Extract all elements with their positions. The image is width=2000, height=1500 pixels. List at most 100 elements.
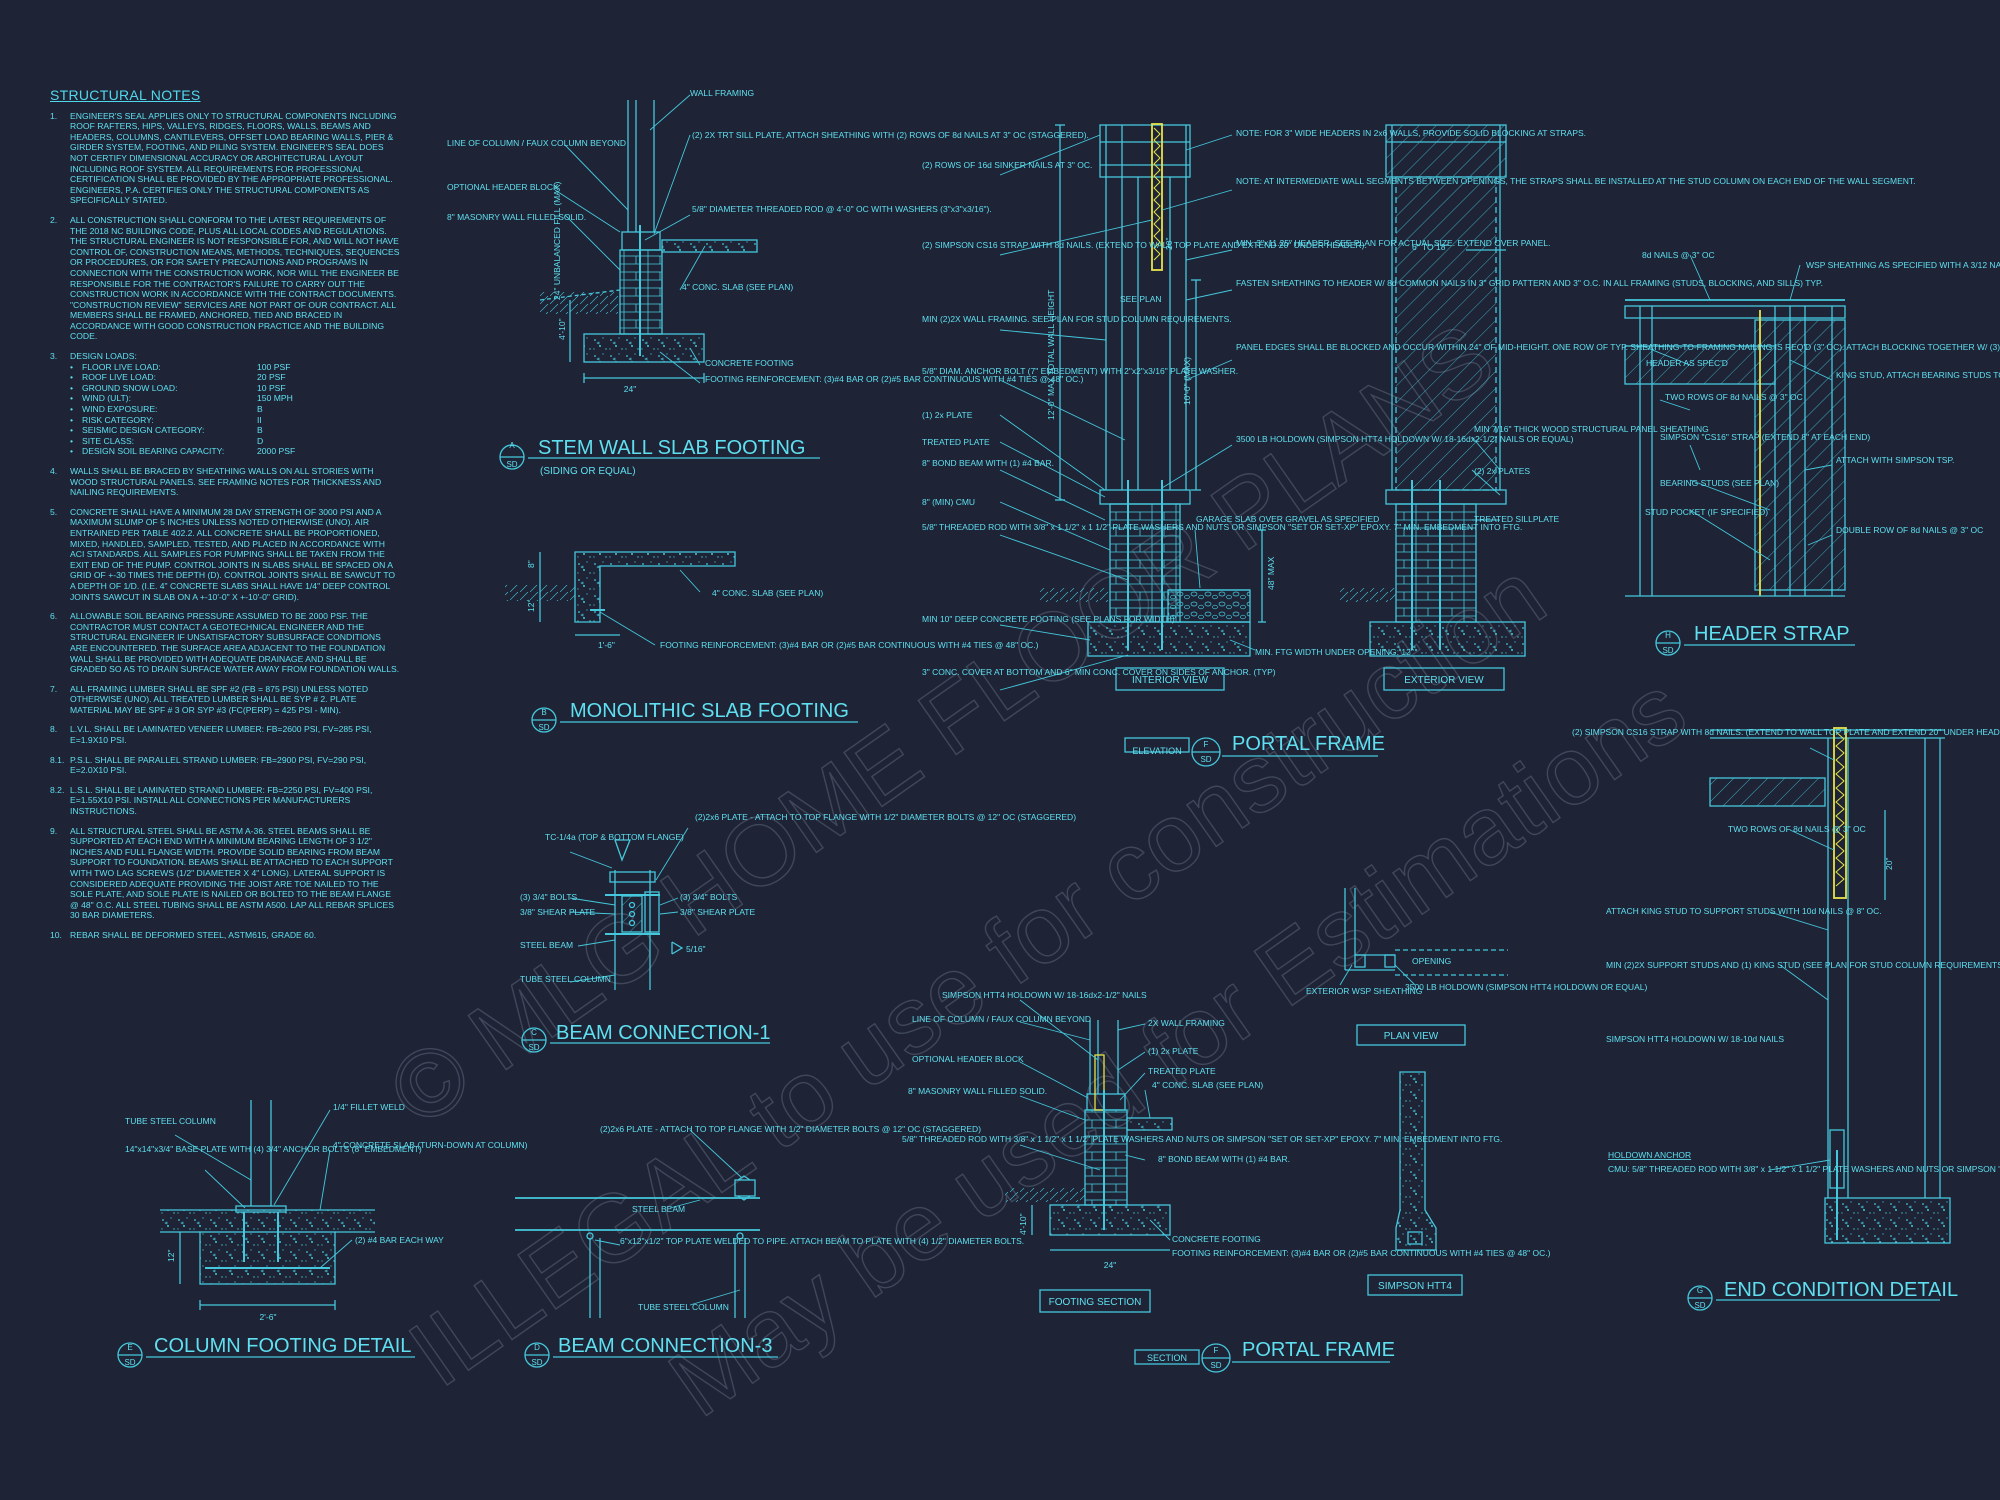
- note-text-body: L.V.L. SHALL BE LAMINATED VENEER LUMBER:…: [70, 724, 372, 746]
- tag-e-sheet: SD: [124, 1358, 135, 1367]
- callout-c-8: 5/16": [686, 944, 706, 954]
- note-number: 8.: [50, 724, 58, 735]
- design-load-value: 2000 PSF: [257, 446, 296, 457]
- callout-fs-8: 4" CONC. SLAB (SEE PLAN): [1152, 1080, 1263, 1090]
- note-number: 6.: [50, 611, 58, 622]
- callout-h-0: 8d NAILS @ 3" OC: [1642, 250, 1715, 260]
- detail-plan-view: [1339, 888, 1508, 1046]
- callouts: WALL FRAMING LINE OF COLUMN / FAUX COLUM…: [125, 88, 2000, 1322]
- elevation-prefix: ELEVATION: [1132, 746, 1181, 756]
- dim-f-1: 10'-0" (MAX): [1182, 357, 1192, 405]
- tag-b-sheet: SD: [538, 723, 549, 732]
- dim-f-0: 12'-0" MAX TOTAL WALL HEIGHT: [1046, 290, 1056, 420]
- callout-fs-1: LINE OF COLUMN / FAUX COLUMN BEYOND: [912, 1014, 1091, 1024]
- title-header-strap: HEADER STRAP: [1694, 623, 1850, 645]
- note-text-body: DESIGN LOADS:: [70, 351, 137, 362]
- callout-a-0: WALL FRAMING: [690, 88, 754, 98]
- callout-fs-6: (1) 2x PLATE: [1148, 1046, 1199, 1056]
- note-text-body: ALL STRUCTURAL STEEL SHALL BE ASTM A-36.…: [70, 825, 395, 921]
- callout-b-0: 4" CONC. SLAB (SEE PLAN): [712, 588, 823, 598]
- callout-f-l-7: 8" (MIN) CMU: [922, 497, 975, 507]
- note-number: 10.: [50, 929, 62, 940]
- dim-a-2: 24" UNBALANCED FILL (MAX): [552, 181, 562, 300]
- callout-h-7: KING STUD, ATTACH BEARING STUDS TO KING …: [1836, 370, 2000, 380]
- note-text: P.S.L. SHALL BE PARALLEL STRAND LUMBER: …: [70, 755, 400, 776]
- design-load-item: •WIND EXPOSURE:B: [70, 404, 263, 415]
- note-text-body: ALL CONSTRUCTION SHALL CONFORM TO THE LA…: [70, 214, 400, 342]
- callout-f-r-3: TREATED SILLPLATE: [1474, 514, 1560, 524]
- title-portal-section: PORTAL FRAME: [1242, 1339, 1395, 1361]
- design-load-value: 10 PSF: [257, 382, 286, 393]
- callout-b-1: FOOTING REINFORCEMENT: (3)#4 BAR OR (2)#…: [660, 640, 1039, 650]
- design-load-item: •RISK CATEGORY:II: [70, 414, 262, 425]
- callout-c-3: 3/8" SHEAR PLATE: [520, 907, 595, 917]
- dim-f-3: 48" MAX: [1266, 556, 1276, 590]
- callout-c-7: TUBE STEEL COLUMN: [520, 974, 611, 984]
- design-load-key: SITE CLASS:: [82, 435, 135, 446]
- design-load-key: ROOF LIVE LOAD:: [82, 372, 157, 383]
- note-text: L.S.L. SHALL BE LAMINATED STRAND LUMBER:…: [70, 785, 400, 817]
- tag-sheet-codes: A SD B SD C SD E SD D SD F SD H SD G SD …: [124, 441, 1705, 1370]
- note-text-body: P.S.L. SHALL BE PARALLEL STRAND LUMBER: …: [70, 754, 367, 776]
- design-load-item: •DESIGN SOIL BEARING CAPACITY:2000 PSF: [70, 446, 296, 457]
- callout-pv-0: OPENING: [1412, 956, 1451, 966]
- note-text-body: ENGINEER'S SEAL APPLIES ONLY TO STRUCTUR…: [70, 110, 397, 206]
- callout-f-r-1: MIN 7/16" THICK WOOD STRUCTURAL PANEL SH…: [1474, 424, 1709, 434]
- callout-a-2: (2) 2X TRT SILL PLATE, ATTACH SHEATHING …: [692, 130, 1089, 140]
- tag-g-sheet: SD: [1694, 1301, 1705, 1310]
- label-interior-view: INTERIOR VIEW: [1132, 675, 1209, 686]
- design-load-key: RISK CATEGORY:: [82, 414, 154, 425]
- callout-f-l-0: (2) ROWS OF 16d SINKER NAILS AT 3" OC.: [922, 160, 1092, 170]
- dim-e-0: 2'-6": [260, 1312, 277, 1322]
- note-item: 1.ENGINEER'S SEAL APPLIES ONLY TO STRUCT…: [50, 111, 400, 206]
- callout-f-m-1: NOTE: AT INTERMEDIATE WALL SEGMENTS BETW…: [1236, 176, 1916, 186]
- note-text: ALL FRAMING LUMBER SHALL BE SPF #2 (Fb =…: [70, 684, 400, 716]
- label-simpson-htt4: SIMPSON HTT4: [1378, 1281, 1452, 1292]
- note-text: ENGINEER'S SEAL APPLIES ONLY TO STRUCTUR…: [70, 111, 400, 206]
- note-item: 2.ALL CONSTRUCTION SHALL CONFORM TO THE …: [50, 215, 400, 342]
- callout-f-l-1: (2) SIMPSON CS16 STRAP WITH 8d NAILS. (E…: [922, 240, 1367, 250]
- detail-monolithic-slab-footing: [505, 551, 858, 733]
- callout-d-3: TUBE STEEL COLUMN: [638, 1302, 729, 1312]
- note-text: DESIGN LOADS:•FLOOR LIVE LOAD:100 PSF•RO…: [70, 351, 400, 457]
- callout-h-5: BEARING STUDS (SEE PLAN): [1660, 478, 1779, 488]
- tag-f-elev-sheet: SD: [1200, 755, 1211, 764]
- callout-f-m-3: FASTEN SHEATHING TO HEADER W/ 8d COMMON …: [1236, 278, 1823, 288]
- callout-fs-4: 5/8" THREADED ROD WITH 3/8" x 1 1/2" x 1…: [902, 1134, 1502, 1144]
- dim-f-4: SEE PLAN: [1120, 294, 1162, 304]
- note-number: 9.: [50, 825, 58, 836]
- design-load-item: •SEISMIC DESIGN CATEGORY:B: [70, 425, 263, 436]
- callout-c-1: (2)2x6 PLATE - ATTACH TO TOP FLANGE WITH…: [695, 812, 1076, 822]
- tag-h-sheet: SD: [1662, 646, 1673, 655]
- design-load-key: SEISMIC DESIGN CATEGORY:: [82, 425, 205, 436]
- note-text-body: L.S.L. SHALL BE LAMINATED STRAND LUMBER:…: [70, 784, 373, 817]
- note-text: WALLS SHALL BE BRACED BY SHEATHING WALLS…: [70, 466, 400, 498]
- callout-c-0: TC-1/4a (TOP & BOTTOM FLANGE): [545, 832, 684, 842]
- callout-f-m-5: 3500 LB HOLDOWN (SIMPSON HTT4 HOLDOWN W/…: [1236, 434, 1574, 444]
- callout-f-r-2: (2) 2x PLATES: [1474, 466, 1530, 476]
- dim-f-2: 20": [1164, 238, 1174, 250]
- callout-fs-5: 2X WALL FRAMING: [1148, 1018, 1225, 1028]
- callout-h-9: DOUBLE ROW OF 8d NAILS @ 3" OC: [1836, 525, 1983, 535]
- detail-portal-frame-elevation: [999, 123, 1526, 767]
- dim-fs-0: 24": [1104, 1260, 1116, 1270]
- detail-stem-wall-slab-footing: [499, 94, 820, 470]
- callout-fs-9: 8" BOND BEAM WITH (1) #4 BAR.: [1158, 1154, 1290, 1164]
- callout-e-1: 1/4" FILLET WELD: [333, 1102, 405, 1112]
- note-item: 9. ALL STRUCTURAL STEEL SHALL BE ASTM A-3…: [50, 826, 400, 921]
- design-load-item: •ROOF LIVE LOAD:20 PSF: [70, 372, 286, 383]
- note-item: 7.ALL FRAMING LUMBER SHALL BE SPF #2 (Fb…: [50, 684, 400, 716]
- callout-h-3: TWO ROWS OF 8d NAILS @ 3" OC: [1665, 392, 1803, 402]
- dim-fs-1: 4'-10": [1018, 1213, 1028, 1235]
- callout-f-m-2: MIN. 3"x11.25" HEADER. SEE PLAN FOR ACTU…: [1236, 238, 1550, 248]
- title-end-condition: END CONDITION DETAIL: [1724, 1279, 1958, 1301]
- detail-titles: STEM WALL SLAB FOOTING (SIDING OR EQUAL)…: [154, 437, 1958, 1361]
- note-text: CONCRETE SHALL HAVE A MINIMUM 28 DAY STR…: [70, 507, 400, 602]
- callout-f-r-0: 6" TO 18": [1412, 242, 1448, 252]
- note-item: 6.ALLOWABLE SOIL BEARING PRESSURE ASSUME…: [50, 611, 400, 675]
- callout-h-2: HEADER AS SPEC'D: [1646, 358, 1728, 368]
- structural-notes: STRUCTURAL NOTES 1.ENGINEER'S SEAL APPLI…: [50, 88, 400, 950]
- note-item: 5.CONCRETE SHALL HAVE A MINIMUM 28 DAY S…: [50, 507, 400, 602]
- note-text: ALL STRUCTURAL STEEL SHALL BE ASTM A-36.…: [70, 826, 400, 921]
